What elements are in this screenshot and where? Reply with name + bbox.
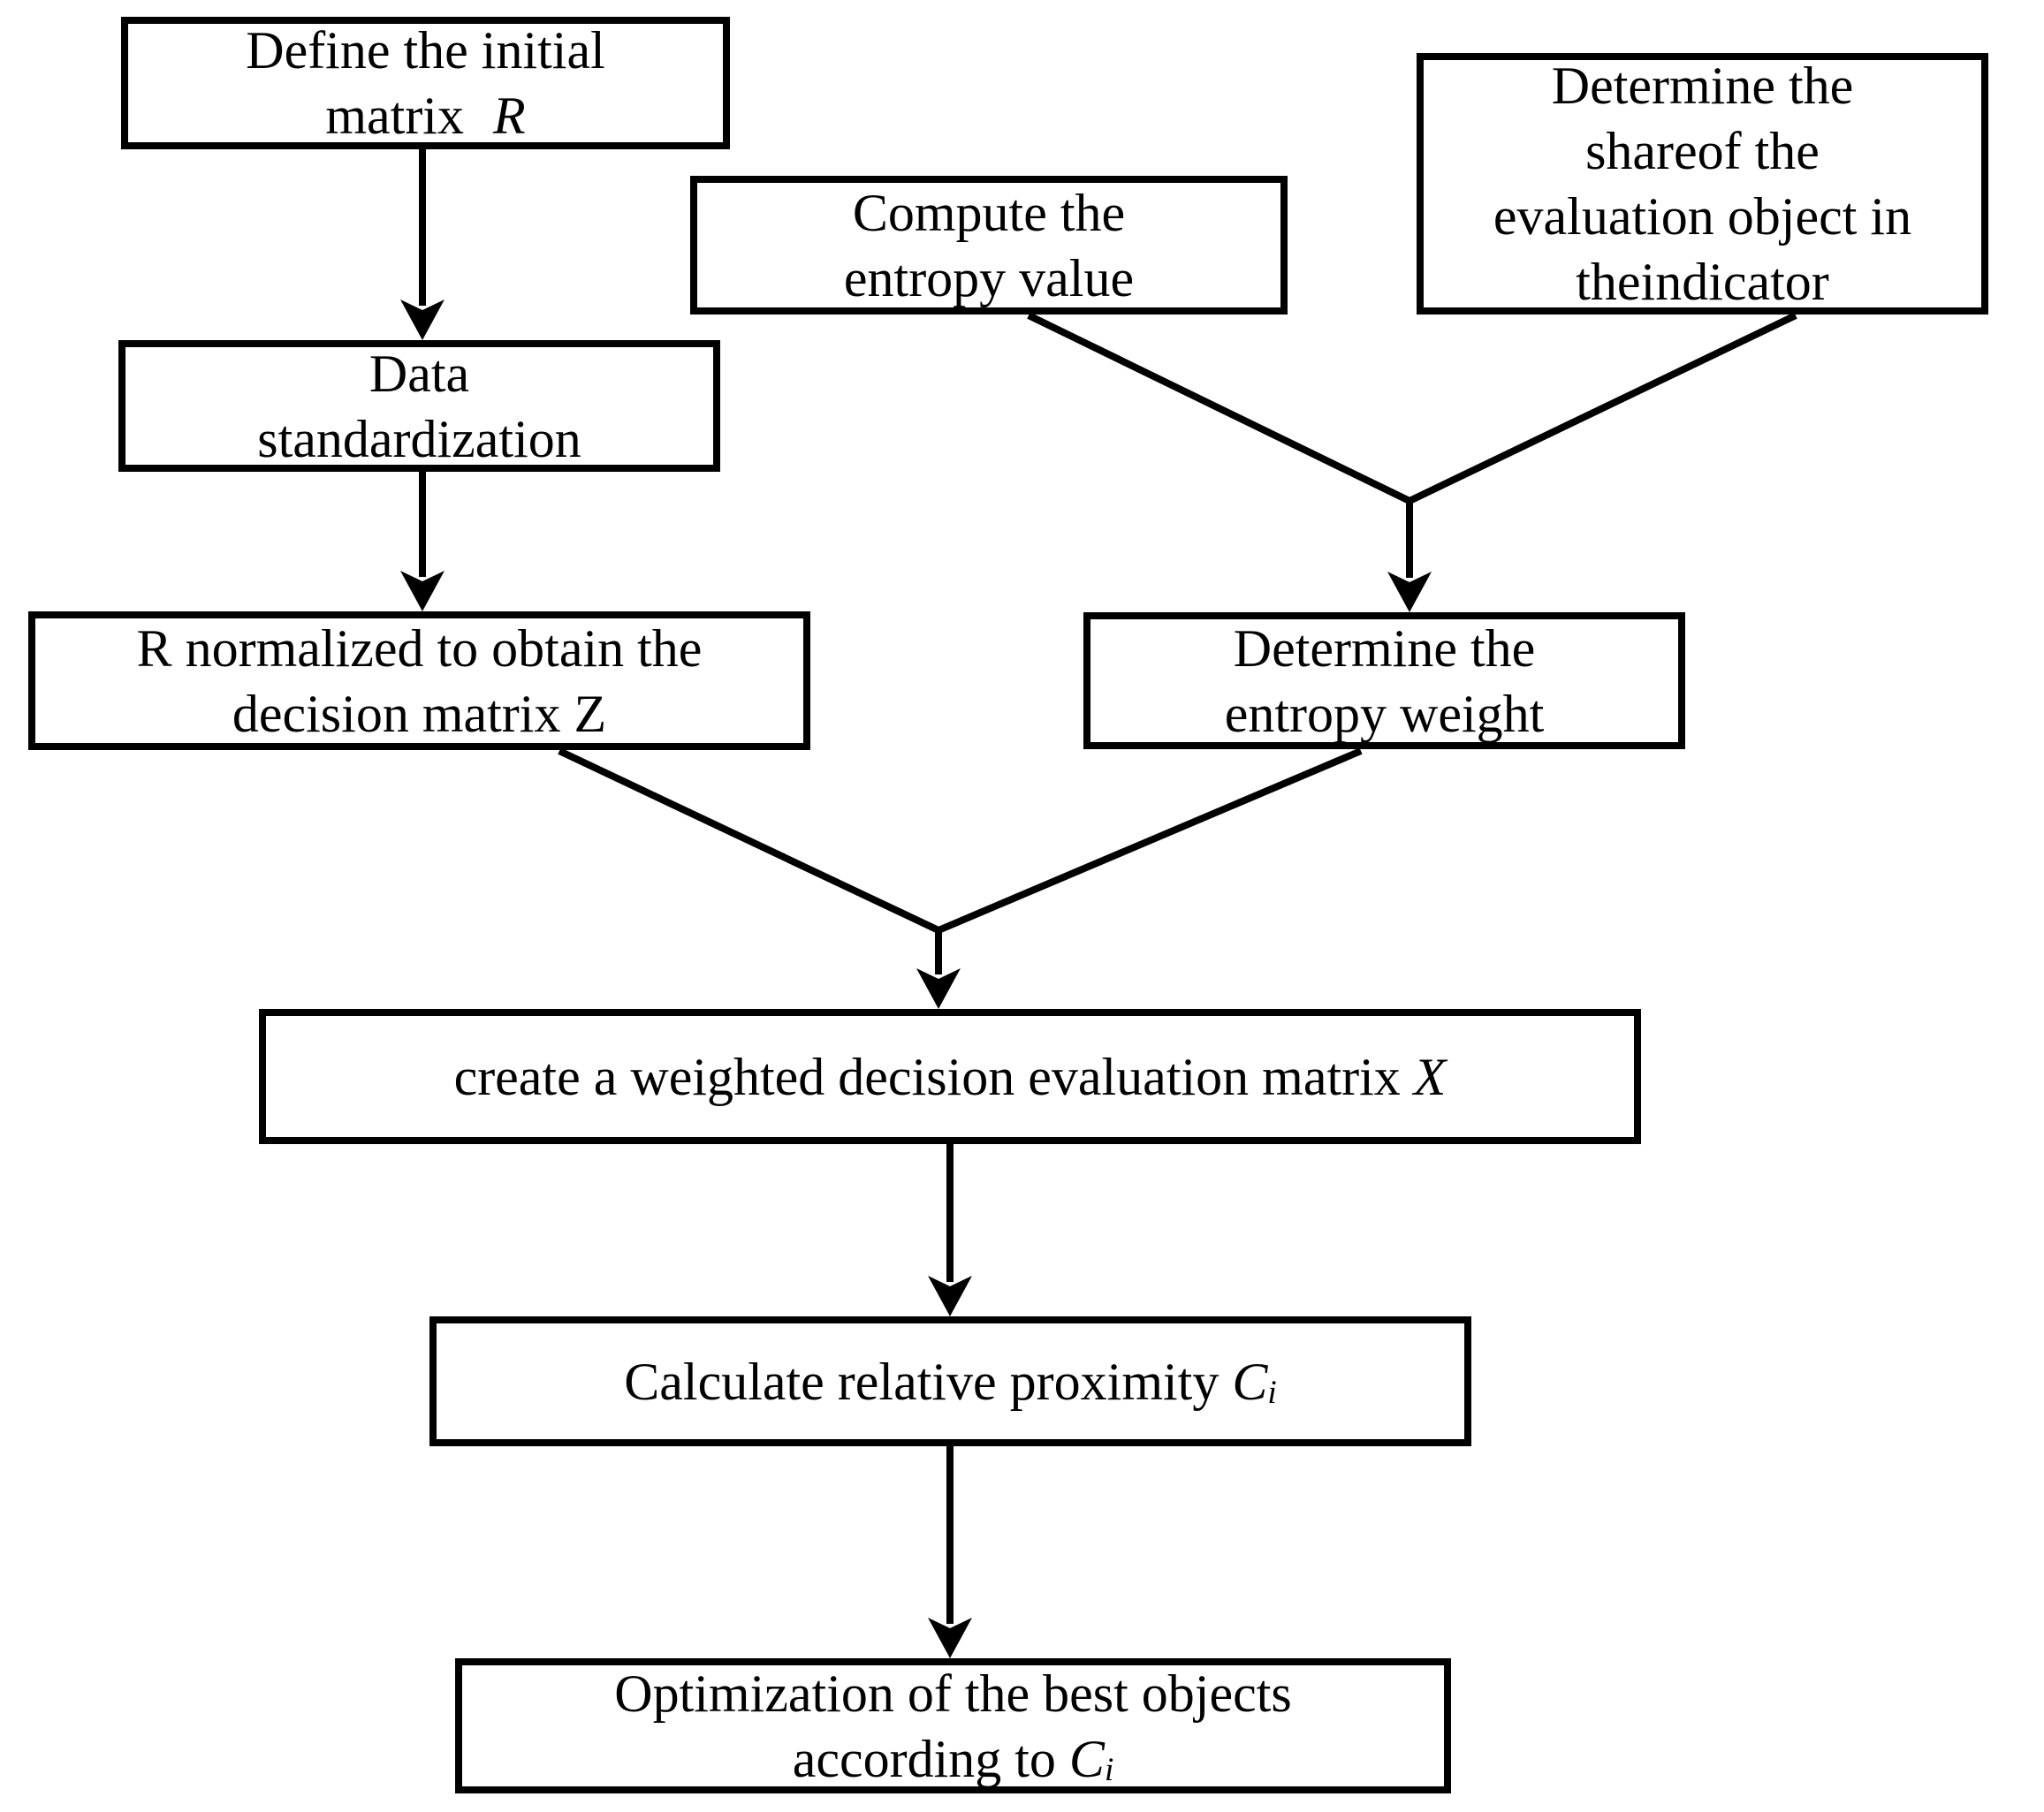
box-text-line: Optimization of the best objects xyxy=(614,1664,1292,1723)
connector-entropy-to-weight xyxy=(1027,312,1797,612)
box-text-line: Define the initial xyxy=(246,21,605,80)
flow-box-compute-entropy-value: Compute the entropy value xyxy=(690,176,1288,315)
box-text-line: Determine the xyxy=(1551,57,1854,115)
box-text-line: entropy weight xyxy=(1224,684,1545,743)
box-text-line: shareof the xyxy=(1585,122,1820,180)
box-text-line: Data xyxy=(369,344,470,403)
box-text-line: standardization xyxy=(257,409,581,468)
box-text-line: theindicator xyxy=(1576,253,1829,311)
variable-c-subscript: i xyxy=(1104,1751,1114,1788)
arrow-standardization-to-normalized xyxy=(400,471,445,611)
flow-box-r-normalized: R normalized to obtain the decision matr… xyxy=(28,611,810,750)
arrow-define-to-standardization xyxy=(400,148,445,340)
variable-c: C xyxy=(1232,1352,1268,1411)
flow-box-optimization: Optimization of the best objects accordi… xyxy=(455,1658,1451,1793)
flow-box-determine-entropy-weight: Determine the entropy weight xyxy=(1083,612,1685,749)
box-text-line: R normalized to obtain the xyxy=(136,618,703,678)
flow-box-data-standardization: Data standardization xyxy=(118,340,720,472)
box-text-line: create a weighted decision evaluation ma… xyxy=(453,1047,1447,1106)
variable-c: C xyxy=(1068,1729,1105,1788)
variable-r: R xyxy=(492,87,526,145)
box-text-line: Compute the xyxy=(852,183,1126,242)
flow-box-determine-share: Determine the shareof the evaluation obj… xyxy=(1417,53,1988,315)
connector-matrices-to-weighted xyxy=(558,747,1363,1009)
flow-box-create-weighted-matrix: create a weighted decision evaluation ma… xyxy=(259,1009,1641,1144)
box-text-line: evaluation object in xyxy=(1493,187,1912,246)
variable-c-subscript: i xyxy=(1267,1374,1277,1411)
arrow-proximity-to-optimization xyxy=(928,1445,972,1658)
box-text-line: entropy value xyxy=(843,248,1135,307)
box-text-line: Determine the xyxy=(1233,618,1536,678)
box-text-line: decision matrix Z xyxy=(232,684,607,743)
variable-x: X xyxy=(1413,1047,1447,1106)
arrow-weighted-to-proximity xyxy=(928,1144,972,1316)
